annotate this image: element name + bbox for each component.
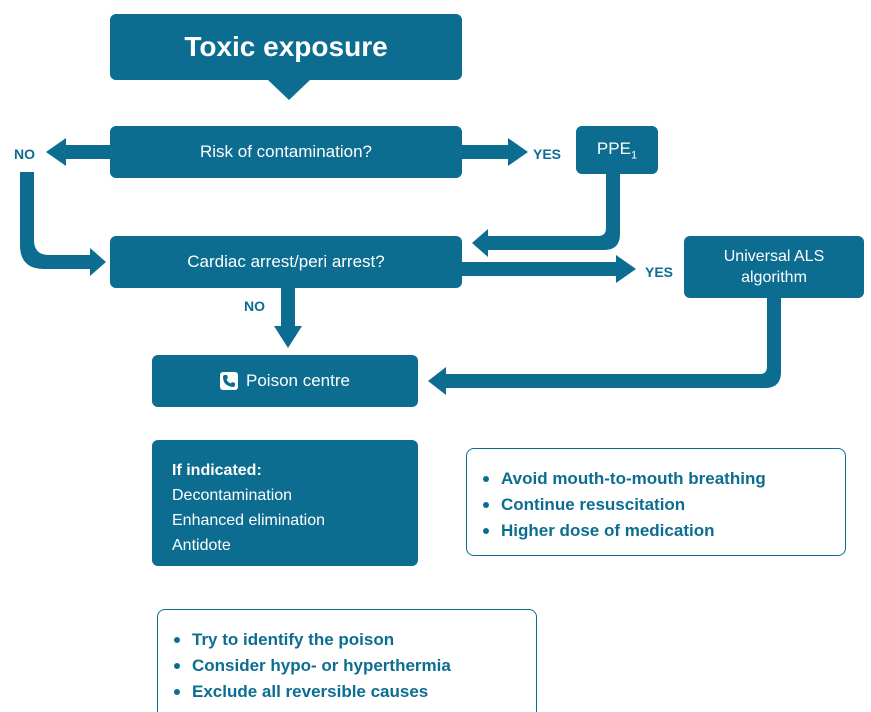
- poison-centre-box: Poison centre: [152, 355, 418, 407]
- arrow-no-to-cardiac: [20, 172, 106, 276]
- list-item-text: Try to identify the poison: [192, 630, 395, 649]
- diagnostic-list: Try to identify the poison Consider hypo…: [170, 627, 536, 705]
- if-indicated-box: If indicated: Decontamination Enhanced e…: [152, 440, 418, 566]
- list-item: Consider hypo- or hyperthermia: [170, 653, 536, 679]
- title-pointer: [268, 80, 310, 100]
- ppe-subscript: 1: [630, 149, 638, 162]
- list-item: Higher dose of medication: [479, 518, 845, 544]
- label-yes-top: YES: [533, 146, 562, 162]
- list-item: Exclude all reversible causes: [170, 679, 536, 705]
- bullet-icon: [174, 689, 180, 695]
- cardiac-text: Cardiac arrest/peri arrest?: [187, 252, 385, 271]
- ppe-box: PPE1: [576, 126, 658, 174]
- als-line1: Universal ALS: [723, 248, 825, 265]
- bullet-icon: [174, 663, 180, 669]
- arrow-ppe-to-cardiac: [472, 170, 620, 257]
- ppe-text: PPE1: [597, 139, 637, 161]
- arrow-cardiac-yes-head: [616, 255, 636, 283]
- list-item-text: Exclude all reversible causes: [192, 682, 429, 701]
- risk-of-contamination-box: Risk of contamination?: [110, 126, 462, 178]
- bullet-icon: [483, 528, 489, 534]
- list-item-text: Consider hypo- or hyperthermia: [192, 656, 451, 675]
- risk-text: Risk of contamination?: [200, 142, 372, 161]
- list-item: Continue resuscitation: [479, 492, 845, 518]
- cardiac-arrest-box: Cardiac arrest/peri arrest?: [110, 236, 462, 288]
- arrow-cardiac-yes-shaft: [462, 262, 622, 276]
- bullet-icon: [483, 476, 489, 482]
- indicated-item: Enhanced elimination: [172, 512, 325, 529]
- title-text: Toxic exposure: [184, 31, 388, 62]
- resuscitation-list: Avoid mouth-to-mouth breathing Continue …: [479, 466, 845, 544]
- arrow-risk-no-head: [46, 138, 66, 166]
- bullet-icon: [483, 502, 489, 508]
- indicated-item: Antidote: [172, 537, 231, 554]
- list-item-text: Continue resuscitation: [501, 495, 686, 514]
- als-line2: algorithm: [741, 269, 807, 286]
- bullet-icon: [174, 637, 180, 643]
- indicated-item: Decontamination: [172, 487, 293, 504]
- arrow-risk-yes-shaft: [462, 145, 512, 159]
- universal-als-box: Universal ALS algorithm: [684, 236, 864, 298]
- resuscitation-notes: Avoid mouth-to-mouth breathing Continue …: [466, 448, 846, 556]
- list-item-text: Avoid mouth-to-mouth breathing: [501, 469, 766, 488]
- arrow-risk-yes-head: [508, 138, 528, 166]
- diagnostic-notes: Try to identify the poison Consider hypo…: [157, 609, 537, 712]
- list-item: Avoid mouth-to-mouth breathing: [479, 466, 845, 492]
- arrow-als-to-poison: [428, 298, 781, 395]
- title-box: Toxic exposure: [110, 14, 462, 80]
- arrow-cardiac-no-head: [274, 326, 302, 348]
- if-indicated-header: If indicated:: [172, 462, 262, 479]
- phone-icon: [220, 372, 239, 390]
- arrow-cardiac-no-shaft: [281, 288, 295, 330]
- list-item-text: Higher dose of medication: [501, 521, 715, 540]
- list-item: Try to identify the poison: [170, 627, 536, 653]
- label-yes-mid: YES: [645, 264, 674, 280]
- poison-text: Poison centre: [246, 371, 350, 390]
- label-no-mid: NO: [244, 298, 265, 314]
- arrow-risk-no-shaft: [60, 145, 110, 159]
- label-no-left: NO: [14, 146, 35, 162]
- ppe-label: PPE: [596, 138, 631, 158]
